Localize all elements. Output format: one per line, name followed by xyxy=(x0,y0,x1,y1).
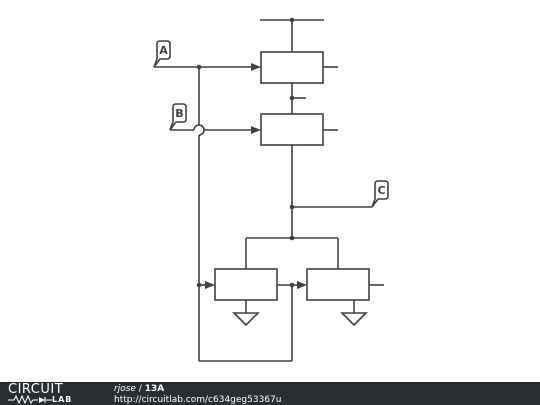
block-4 xyxy=(306,268,370,301)
circuit-name[interactable]: 13A xyxy=(144,384,165,394)
net-label-c: C xyxy=(371,180,389,208)
arrow-icon xyxy=(205,281,215,289)
ground-icon xyxy=(340,312,368,327)
block-1 xyxy=(260,51,324,84)
net-label-c-text: C xyxy=(377,184,385,197)
arrow-icon xyxy=(251,126,261,134)
arrow-icon xyxy=(297,281,307,289)
block-3 xyxy=(214,268,278,301)
arrow-icon xyxy=(251,63,261,71)
circuit-title: rjose / 13A xyxy=(114,384,164,394)
circuitlab-logo[interactable]: CIRCUIT LAB xyxy=(8,383,98,404)
logo-text-top: CIRCUIT xyxy=(8,382,64,397)
net-label-a: A xyxy=(153,40,171,68)
circuit-url-link[interactable]: http://circuitlab.com/c634geg53367u xyxy=(114,395,282,405)
footer-bar: CIRCUIT LAB rjose / 13A http://circuitla… xyxy=(0,382,540,405)
author-name[interactable]: rjose xyxy=(114,384,136,394)
block-2 xyxy=(260,113,324,146)
resistor-wave-icon xyxy=(8,395,52,404)
title-separator: / xyxy=(135,384,145,394)
circuit-schematic: A B C xyxy=(153,17,389,362)
net-label-b: B xyxy=(169,103,187,131)
net-label-a-text: A xyxy=(159,44,168,57)
ground-icon xyxy=(232,312,260,327)
net-label-b-text: B xyxy=(175,107,183,120)
junction-dot xyxy=(289,282,295,288)
wire-crossover xyxy=(193,124,205,131)
logo-text-bottom: LAB xyxy=(52,395,73,404)
